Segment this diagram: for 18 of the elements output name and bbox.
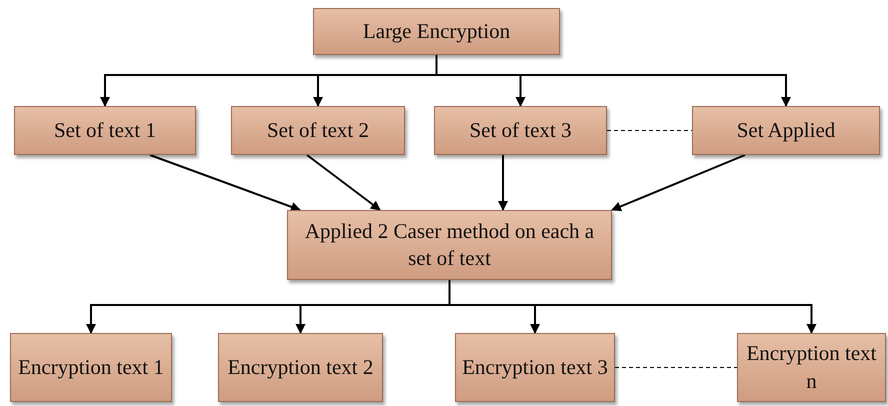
process-box: Set of text 3 (434, 106, 607, 155)
process-box: Applied 2 Caser method on each a set of text (287, 210, 612, 280)
process-box: Encryption text n (737, 333, 886, 402)
arrow (498, 155, 508, 211)
process-box: Set Applied (692, 106, 880, 155)
process-box: Encryption text 2 (218, 333, 383, 402)
process-box: Encryption text 1 (10, 333, 172, 402)
arrow (306, 154, 381, 211)
process-box: Set of text 2 (231, 106, 405, 155)
dashed-line (614, 367, 738, 368)
arrow (436, 55, 791, 107)
arrow (611, 154, 746, 212)
dashed-line (606, 130, 692, 131)
process-box: Large Encryption (313, 8, 560, 55)
arrow (448, 280, 816, 334)
process-box: Set of text 1 (14, 106, 196, 155)
arrow (150, 154, 301, 212)
process-box: Encryption text 3 (455, 333, 615, 402)
